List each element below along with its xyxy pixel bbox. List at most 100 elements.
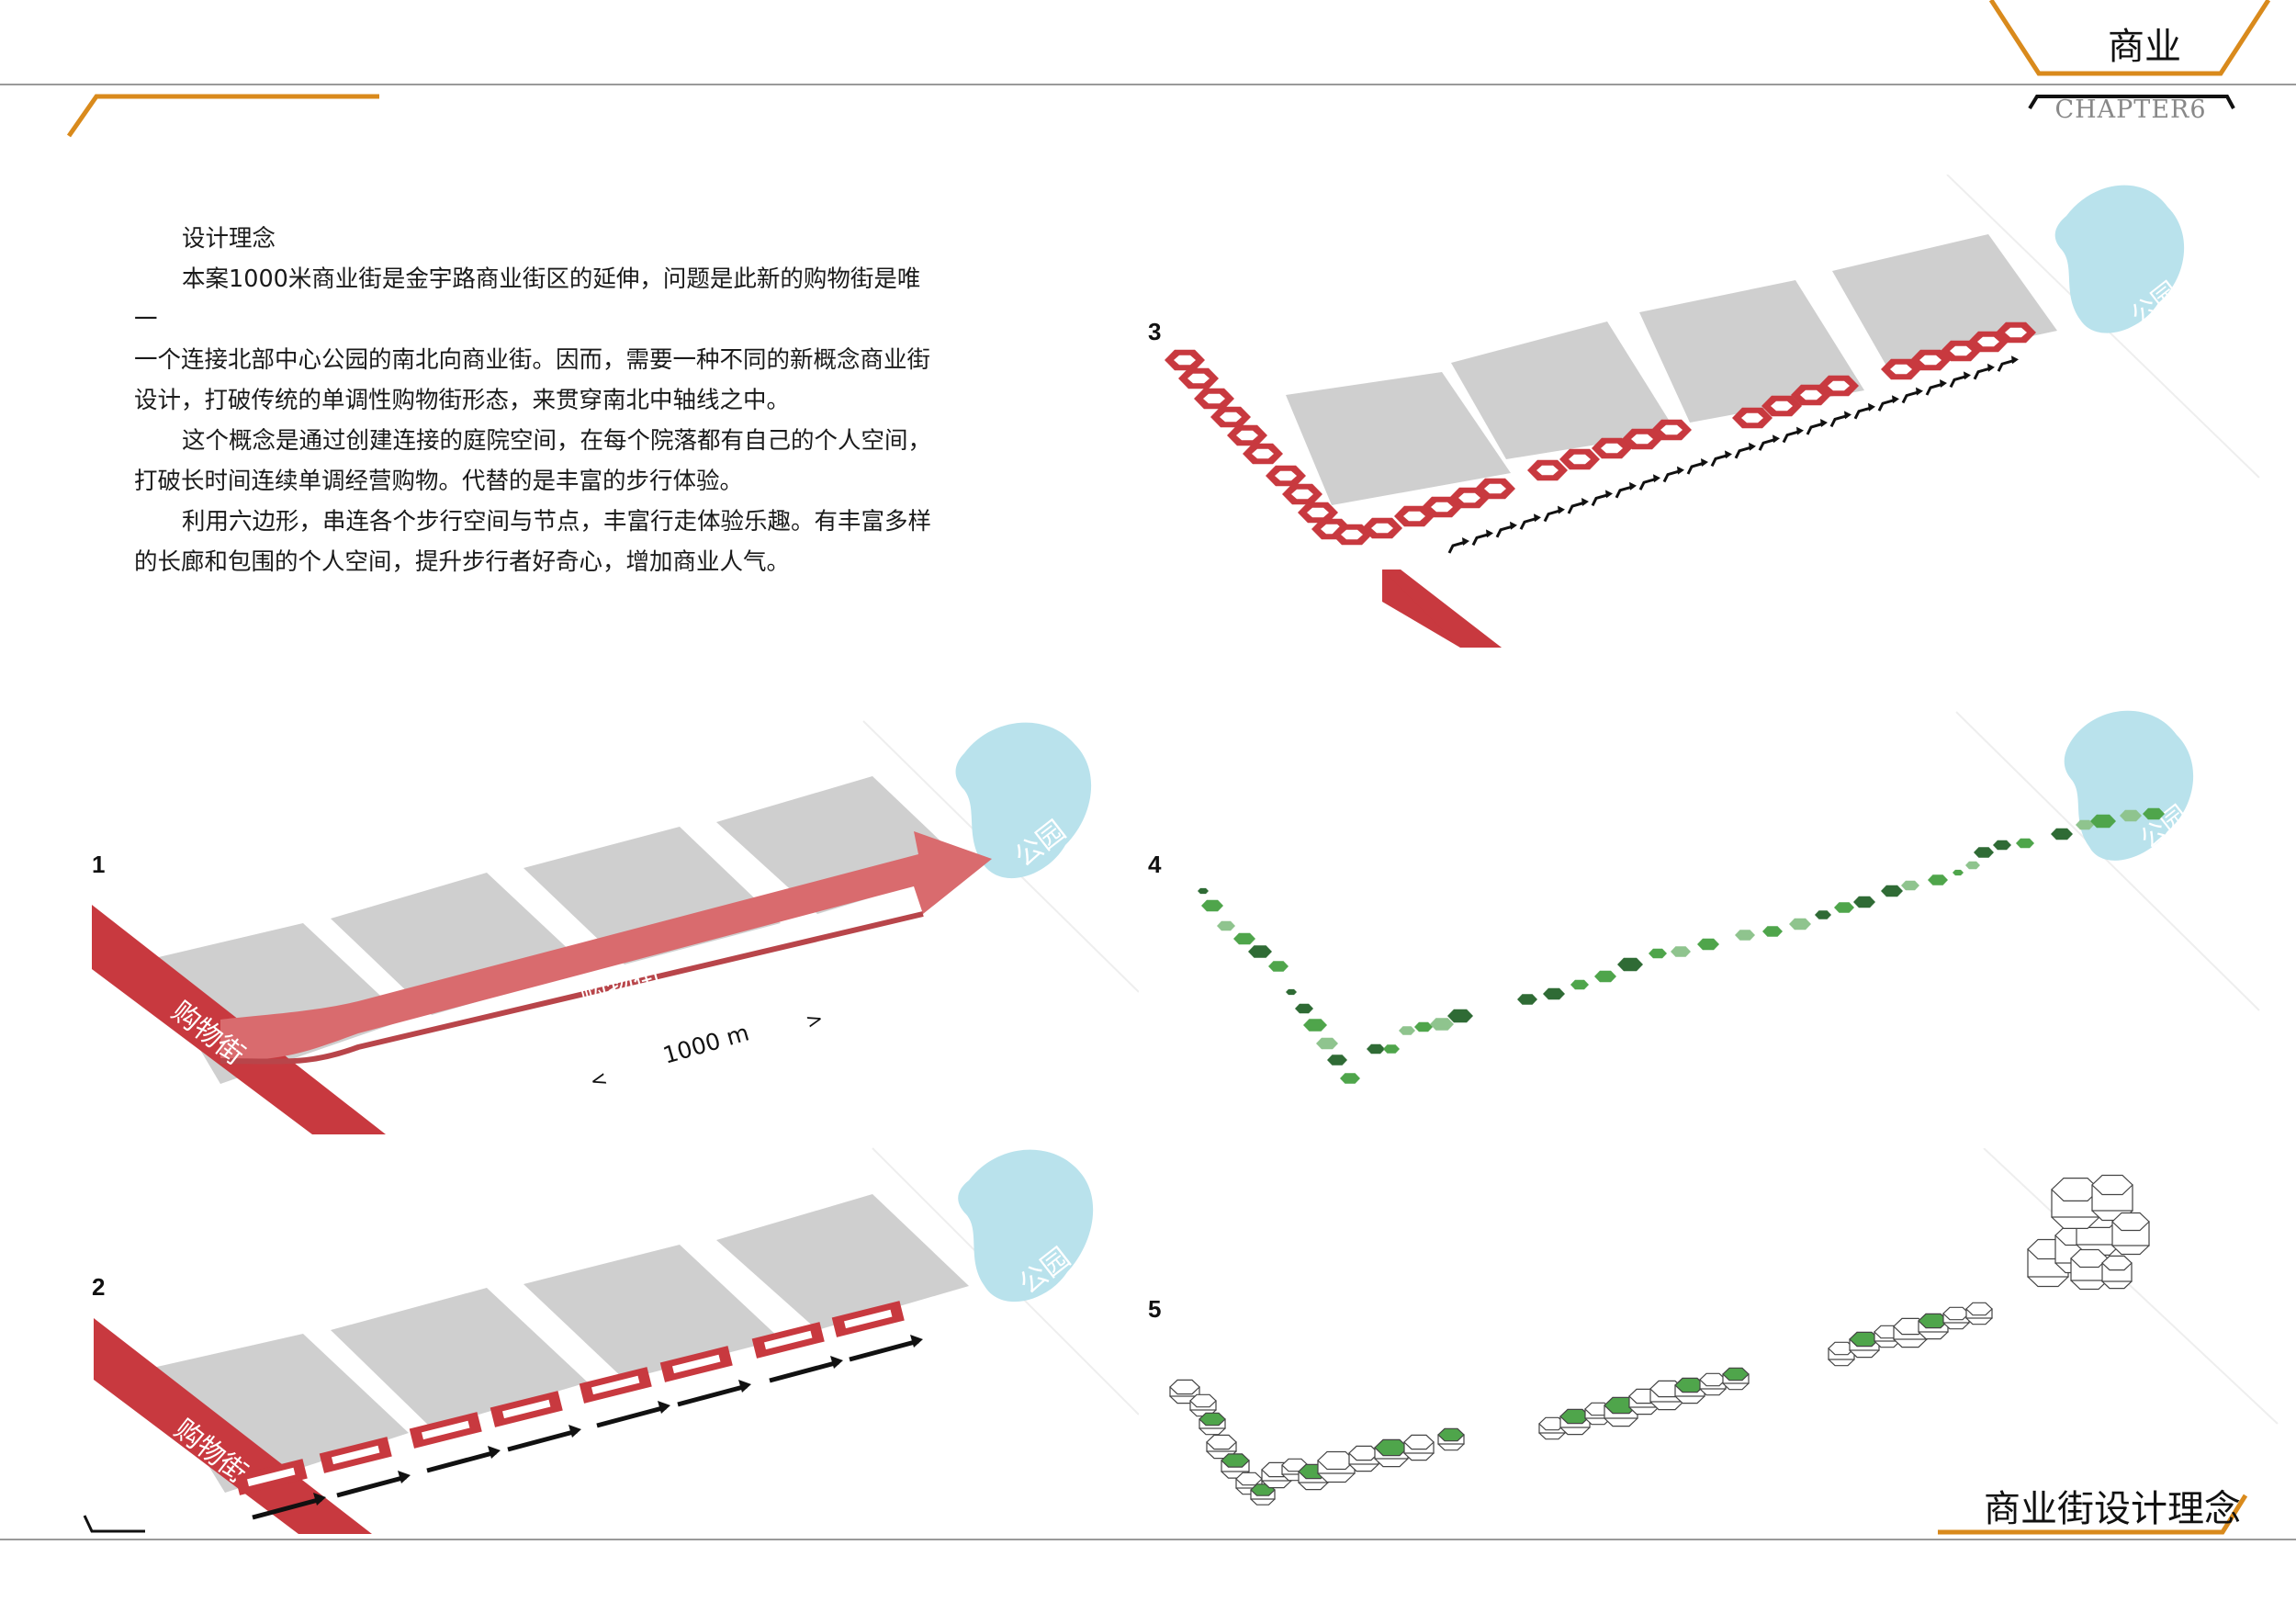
green-hexagon [1965,861,1980,870]
hexagon-volume [1317,1450,1356,1483]
shopping-street-arrow [220,831,992,1061]
hexagon-cell [1165,349,1205,371]
walk-arrow [1877,395,1899,412]
green-hexagon [1649,948,1667,959]
walk-arrow [507,1425,581,1452]
diagram-4: 公园 [1198,710,2260,1084]
walk-arrow [1925,379,1947,396]
header-accent-left [66,94,379,138]
hexagon-volume [1965,1302,1993,1325]
walk-arrow [1686,458,1708,475]
green-hexagon [1735,930,1755,941]
walk-arrow [1782,426,1804,444]
green-hexagon [1762,926,1783,937]
hexagon-cell [1178,367,1219,389]
green-hexagon [1697,938,1719,951]
green-hexagon [2051,828,2073,840]
diagram-1-number: 1 [92,851,106,878]
green-hexagon [1367,1043,1385,1054]
hexagon-cell [1266,465,1306,487]
walk-arrow [849,1335,923,1362]
hexagon-volume [2111,1212,2150,1256]
hexagon-volume [1559,1408,1591,1436]
hexagon-cell [1791,384,1831,406]
concept-para1-line3: 设计，打破传统的单调性购物街形态，来贯穿南北中轴线之中。 [134,387,791,414]
green-hexagon [1399,1026,1415,1035]
green-hexagon [1414,1021,1433,1032]
hexagon-volume [1199,1412,1226,1436]
site-blocks [1286,234,2057,505]
main-street [94,1318,372,1534]
hexagon-cell [1941,340,1981,362]
hexagon-cell [1227,424,1267,446]
courtyard-module [319,1437,392,1473]
dimension-label: 1000 m [660,1019,752,1068]
footer-title: 商业街设计理念 [1984,1488,2241,1530]
hexagon-cell [1475,478,1515,500]
courtyard-module [234,1459,308,1495]
hexagon-volumes [1169,1174,2150,1506]
hexagon-volume [1437,1427,1465,1451]
walk-arrow [1567,498,1589,514]
walk-arrow [769,1356,843,1383]
courtyard-modules [234,1301,905,1495]
chapter-bracket [2028,95,2235,110]
green-hexagon [1447,1009,1473,1023]
park-shape [955,722,1092,879]
green-hexagon [1928,874,1948,885]
walk-arrow [1710,450,1732,468]
park-shape [958,1149,1094,1303]
green-hexagon [1327,1054,1347,1066]
walk-arrow [1543,505,1565,523]
diagram-2: 公园 购物街 [94,1147,1139,1534]
walk-arrow [1949,371,1971,389]
walk-arrow [1901,387,1923,404]
courtyard-module [751,1322,825,1359]
hexagon-cell [1362,517,1402,539]
walk-arrow [1471,529,1493,547]
walk-arrow [1662,466,1684,483]
green-hexagon [1316,1037,1338,1050]
walk-arrow [1519,513,1541,530]
walk-arrow [1806,419,1828,435]
diagram-4-number: 4 [1148,851,1162,878]
green-hexagon [1617,957,1643,972]
walk-arrow [1615,481,1637,499]
walk-arrow [1591,490,1613,507]
courtyard-module [831,1301,905,1337]
hexagon-volume [2051,1177,2100,1230]
green-hexagon [1430,1018,1454,1031]
svg-text:<: < [588,1067,611,1094]
hexagon-cell [1282,483,1322,505]
hexagon-cell [1761,395,1802,417]
walk-arrow [596,1401,670,1428]
chapter-label: CHAPTER6 [2054,96,2207,124]
walking-arrows [252,1335,923,1520]
hexagon-volume [1849,1331,1880,1359]
concept-para2-line1: 这个概念是通过创建连接的庭院空间，在每个院落都有自己的个人空间， [182,427,932,455]
green-hexagon [1517,994,1537,1005]
hexagon-cell [1332,524,1372,546]
green-hexagon [1543,987,1565,1000]
hexagon-path [1165,321,2036,546]
diagram-3: 公园 [1165,175,2260,648]
hexagon-volume [2070,1248,2109,1291]
green-hexagon [1974,847,1994,858]
green-hexagon [1295,1003,1313,1014]
walk-arrow [1973,363,1995,380]
green-hexagon [1815,910,1831,919]
hexagon-cell [1968,331,2009,353]
green-hexagon [2016,838,2034,849]
hexagon-volume [1206,1434,1237,1460]
courtyard-module [409,1412,482,1449]
hexagon-cell [1651,419,1692,441]
footer-bracket-left [83,1515,145,1533]
hexagon-cell [1818,375,1859,397]
green-hexagon [1901,880,1919,891]
green-hexagon [1881,885,1903,897]
green-hexagon [1789,918,1811,930]
green-hexagon [1853,896,1875,908]
concept-para2-line2: 打破长时间连续单调经营购物。代替的是丰富的步行体验。 [134,468,744,495]
walk-arrow [1758,434,1780,451]
